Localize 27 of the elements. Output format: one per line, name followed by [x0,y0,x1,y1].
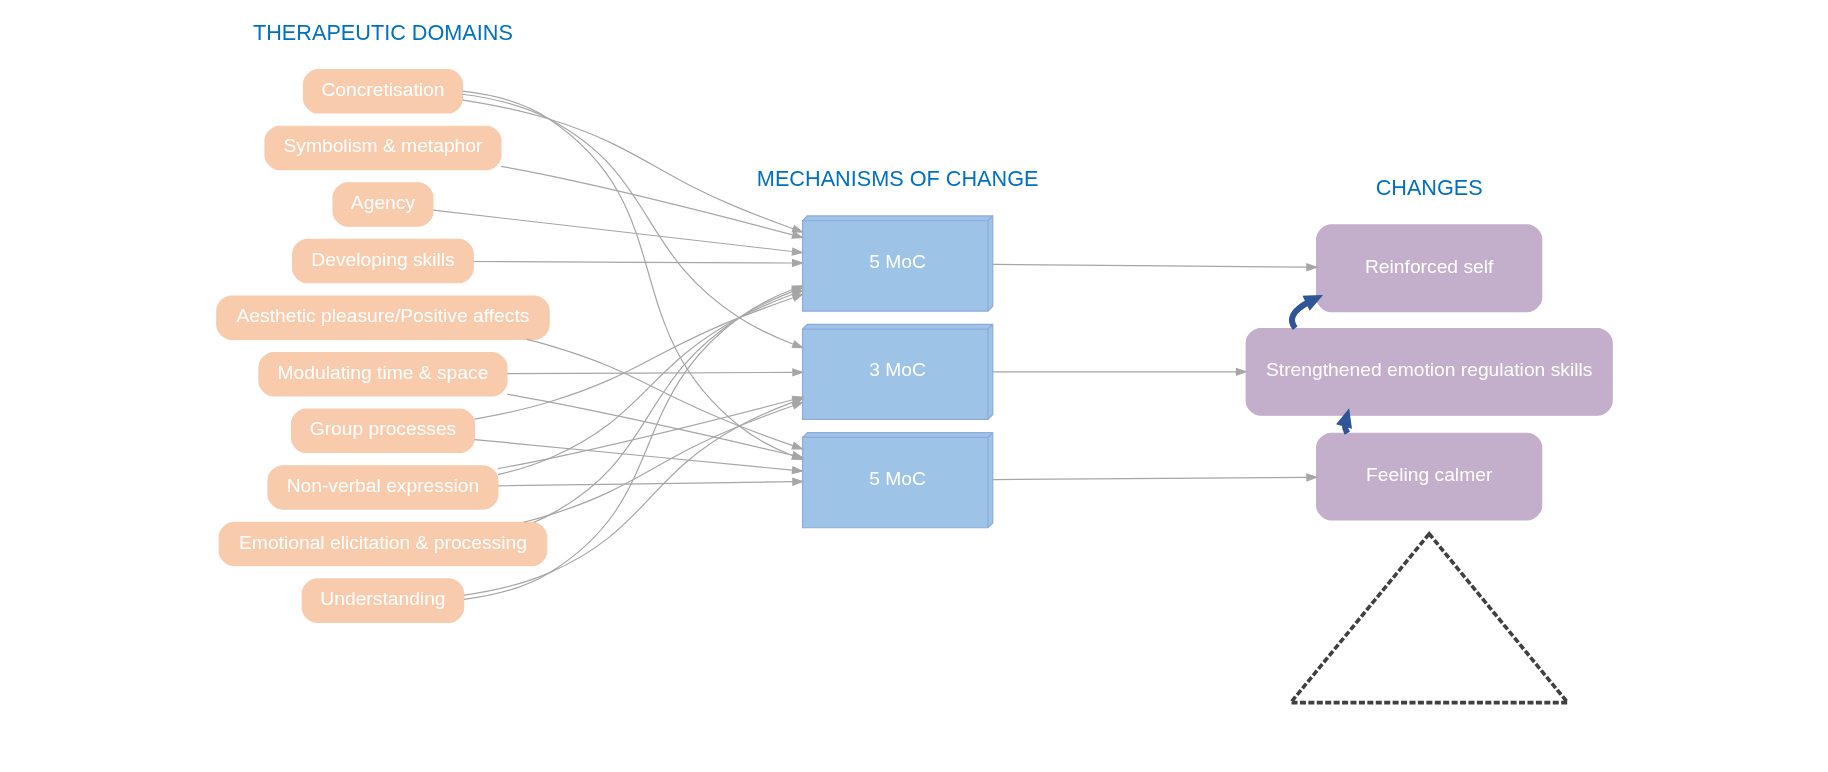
node-box: Reinforced self [1315,224,1542,313]
arrow [991,473,1318,482]
node-box: Agency [331,182,434,227]
node-box: Aesthetic pleasure/Positive affects [215,295,550,340]
node-box: Modulating time & space [257,352,508,397]
arrow [432,209,804,256]
node-box: Concretisation [302,69,463,114]
node-box: Symbolism & metaphor [263,125,502,171]
arrow [991,263,1318,272]
label: MECHANISMS OF CHANGE [756,165,1038,191]
arrow [1288,294,1323,330]
arrow [991,367,1248,377]
arrow [497,477,804,487]
node-box: Developing skills [291,238,474,284]
node-box: Group processes [290,408,475,454]
arrow [499,165,804,239]
node-box: Understanding [301,578,464,623]
node-box: Strengthened emotion regulation skills [1245,327,1613,416]
node-box: Non-verbal expression [266,465,499,510]
arrow [461,99,804,233]
label: CHANGES [1375,175,1483,201]
node-box: Feeling calmer [1315,432,1542,521]
label: THERAPEUTIC DOMAINS [252,20,513,46]
node-box: Emotional elicitation & processing [218,521,547,567]
arrow [472,258,804,268]
arrow [473,438,804,475]
arrow [506,368,804,377]
